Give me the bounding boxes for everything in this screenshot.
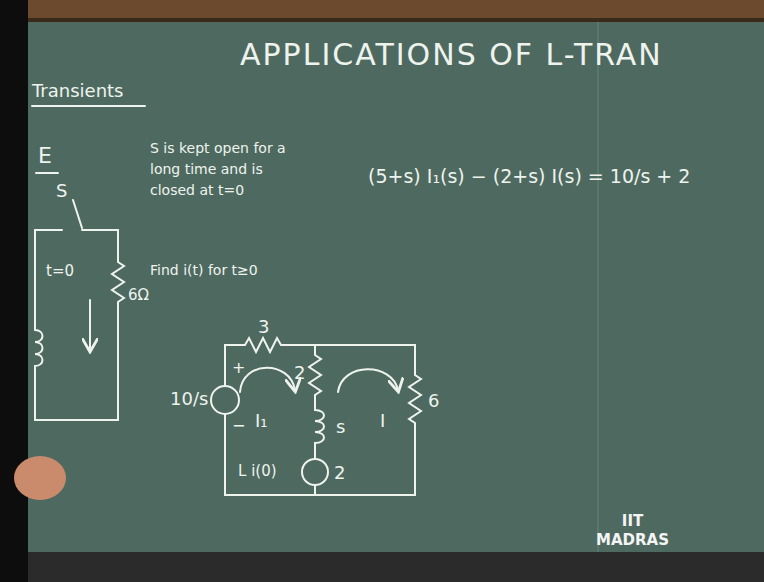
mesh-current: I xyxy=(380,410,385,433)
resistor-value: 3 xyxy=(258,316,269,339)
problem-note: S is kept open for a long time and is cl… xyxy=(150,138,295,201)
source-label: L i(0) xyxy=(238,462,277,481)
polarity-sign: − xyxy=(232,416,245,436)
resistor-value: 6 xyxy=(428,390,439,413)
source-value: 10/s xyxy=(170,388,208,411)
time-label: t=0 xyxy=(46,262,74,281)
circuit-diagram xyxy=(32,106,421,495)
mesh-current: I₁ xyxy=(255,410,268,433)
chalk-ledge xyxy=(28,552,764,582)
wire xyxy=(225,338,421,495)
switch-label: S xyxy=(56,180,67,203)
voltage-source xyxy=(211,386,239,414)
voltage-source xyxy=(302,459,328,485)
inductor-symbol xyxy=(35,230,43,390)
watermark: IIT MADRAS xyxy=(585,512,680,550)
equation: (5+s) I₁(s) − (2+s) I(s) = 10/s + 2 xyxy=(368,165,690,189)
board-seam xyxy=(597,22,599,552)
source-value: 2 xyxy=(334,462,345,485)
board-frame xyxy=(0,0,764,18)
resistor-inductor xyxy=(309,345,324,459)
section-heading: E xyxy=(38,142,52,170)
wire xyxy=(35,200,124,420)
hand xyxy=(14,456,66,500)
mesh-arrow xyxy=(338,369,398,392)
resistor-value: 2 xyxy=(294,362,305,385)
resistor-value: 6Ω xyxy=(128,286,149,305)
board-title: APPLICATIONS OF L-TRAN xyxy=(240,36,663,74)
frame-shadow xyxy=(0,18,764,22)
wire xyxy=(314,485,316,495)
polarity-sign: + xyxy=(232,358,245,378)
mesh-arrow xyxy=(240,368,295,392)
underline xyxy=(32,105,145,107)
section-heading: Transients xyxy=(32,80,124,103)
underline xyxy=(36,172,58,174)
problem-note: Find i(t) for t≥0 xyxy=(150,262,258,280)
current-arrow xyxy=(89,300,91,350)
inductor-value: s xyxy=(336,416,345,439)
